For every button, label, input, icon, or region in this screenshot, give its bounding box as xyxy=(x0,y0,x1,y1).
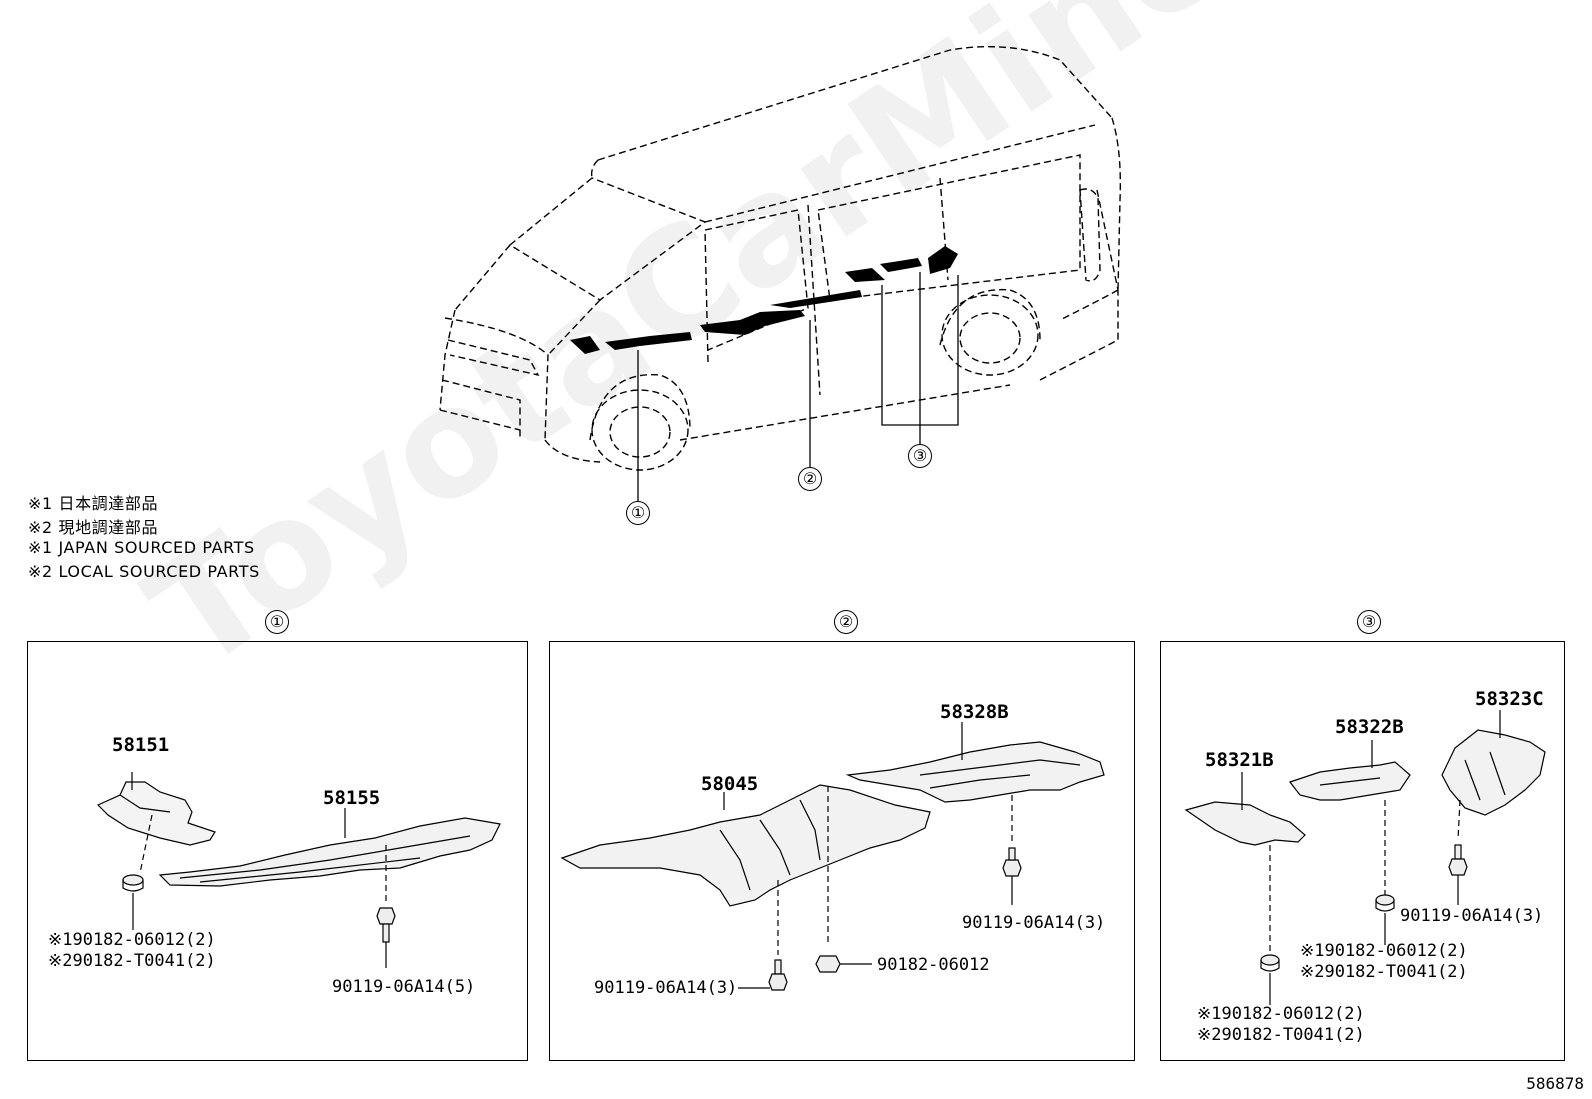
part-bolt-left: 90119-06A14(3) xyxy=(594,978,738,998)
part-bolt: 90119-06A14(3) xyxy=(1400,906,1544,926)
van-callout-2: ② xyxy=(798,467,822,491)
part-clip-local-b: ※290182-T0041(2) xyxy=(1197,1025,1365,1045)
panel-3 xyxy=(1160,641,1565,1061)
panel-2 xyxy=(549,641,1135,1061)
panel1-art xyxy=(96,772,501,968)
panel2-art xyxy=(560,722,1105,991)
part-58323C: 58323C xyxy=(1475,688,1544,710)
part-58151: 58151 xyxy=(112,734,170,756)
part-58321B: 58321B xyxy=(1205,749,1274,771)
van-illustration xyxy=(439,45,1122,471)
note-japan-en: ※1 JAPAN SOURCED PARTS xyxy=(28,538,255,557)
note-japan-jp: ※1 日本調達部品 xyxy=(28,494,159,513)
van-leaders xyxy=(637,272,959,502)
part-clip-japan-b: ※190182-06012(2) xyxy=(1197,1004,1365,1024)
panel-1 xyxy=(27,641,528,1061)
note-local-jp: ※2 現地調達部品 xyxy=(28,518,159,537)
panel2-label: ② xyxy=(834,610,858,634)
van-insulators xyxy=(570,246,958,354)
part-nut: 90182-06012 xyxy=(877,955,990,975)
part-58155: 58155 xyxy=(323,787,381,809)
van-callout-1: ① xyxy=(626,501,650,525)
part-bolt: 90119-06A14(5) xyxy=(332,977,476,997)
part-58322B: 58322B xyxy=(1335,716,1404,738)
part-clip-local-a: ※290182-T0041(2) xyxy=(1300,962,1468,982)
van-callout-3: ③ xyxy=(908,444,932,468)
part-clip-japan-a: ※190182-06012(2) xyxy=(1300,941,1468,961)
panel1-label: ① xyxy=(265,610,289,634)
part-clip-local: ※290182-T0041(2) xyxy=(48,951,216,971)
panel3-label: ③ xyxy=(1357,610,1381,634)
part-58328B: 58328B xyxy=(940,701,1009,723)
part-58045: 58045 xyxy=(701,773,759,795)
figure-number: 586878 xyxy=(1526,1074,1584,1093)
part-bolt-right: 90119-06A14(3) xyxy=(962,913,1106,933)
note-local-en: ※2 LOCAL SOURCED PARTS xyxy=(28,562,260,581)
panel3-art xyxy=(1184,710,1546,1005)
part-clip-japan: ※190182-06012(2) xyxy=(48,930,216,950)
